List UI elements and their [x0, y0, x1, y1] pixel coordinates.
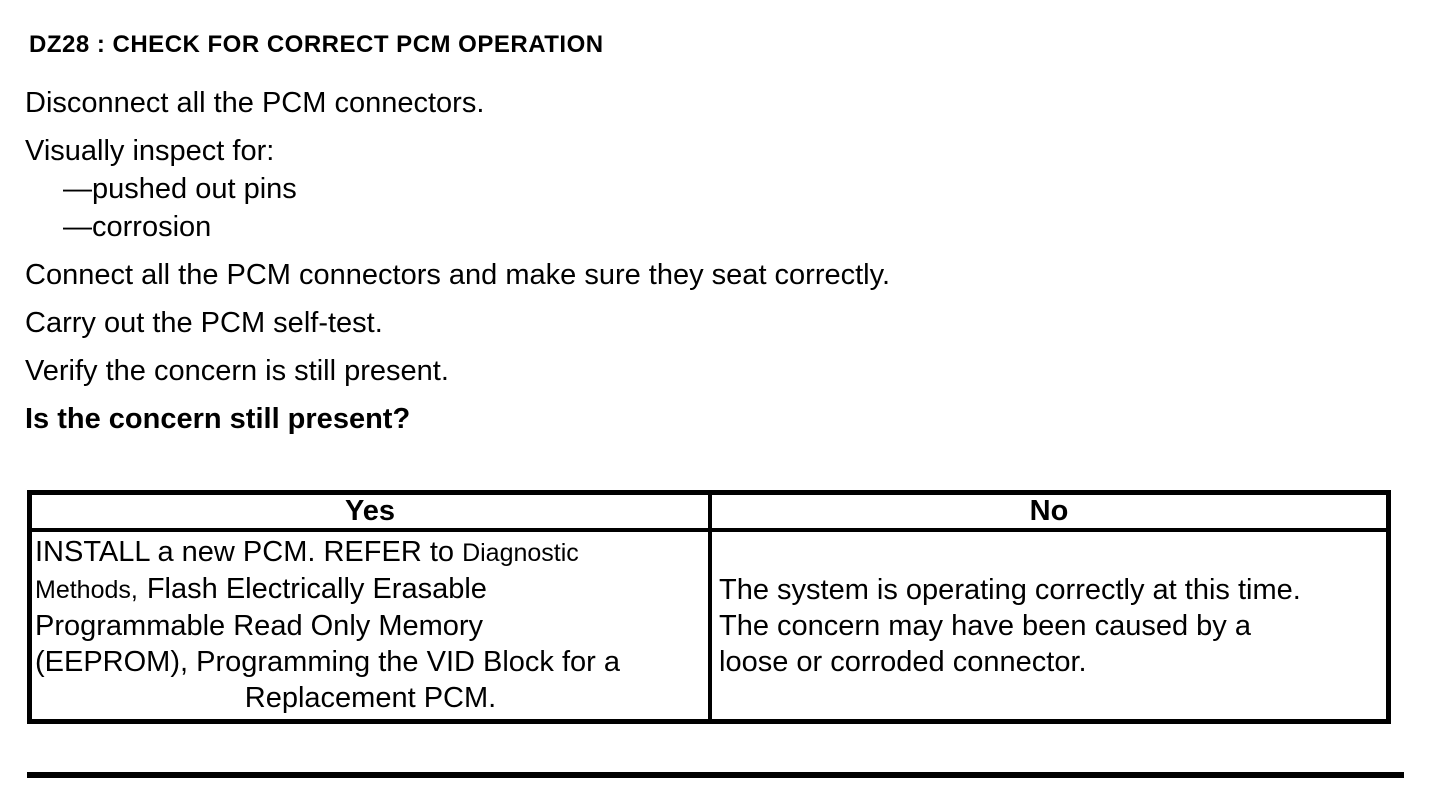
inspect-list: —pushed out pins —corrosion: [25, 170, 1456, 246]
yes-action-line: Methods, Flash Electrically Erasable: [35, 571, 706, 608]
inspect-item-corrosion: —corrosion: [63, 211, 212, 243]
no-action-line: The system is operating correctly at thi…: [719, 573, 1301, 606]
yes-action-cell: INSTALL a new PCM. REFER to Diagnostic M…: [27, 528, 712, 724]
yes-action-line: Programmable Read Only Memory: [35, 610, 484, 642]
inspect-item-pins: —pushed out pins: [63, 173, 297, 205]
document-page: DZ28 : CHECK FOR CORRECT PCM OPERATION D…: [25, 31, 1456, 778]
yes-action-ref-text: Methods,: [35, 576, 138, 604]
yes-action-ref-text: Diagnostic: [462, 539, 579, 567]
no-action-cell: The system is operating correctly at thi…: [708, 528, 1391, 724]
no-action-line: loose or corroded connector.: [719, 645, 1087, 678]
bottom-divider: [27, 772, 1404, 778]
step-selftest: Carry out the PCM self-test.: [25, 307, 383, 339]
page-title: DZ28 : CHECK FOR CORRECT PCM OPERATION: [29, 31, 604, 58]
step-inspect: Visually inspect for:: [25, 135, 275, 167]
yes-action-text: INSTALL a new PCM. REFER to: [35, 536, 463, 568]
yes-action-line: (EEPROM), Programming the VID Block for …: [35, 646, 620, 678]
yes-header-cell: Yes: [27, 490, 712, 532]
results-body-row: INSTALL a new PCM. REFER to Diagnostic M…: [27, 528, 1391, 724]
yes-action-text: Flash Electrically Erasable: [146, 573, 487, 605]
no-header-cell: No: [708, 490, 1391, 532]
step-verify: Verify the concern is still present.: [25, 355, 449, 387]
yes-action-line: INSTALL a new PCM. REFER to Diagnostic: [35, 534, 706, 571]
results-table: Yes No INSTALL a new PCM. REFER to Diagn…: [27, 490, 1391, 724]
step-disconnect: Disconnect all the PCM connectors.: [25, 87, 485, 119]
yes-action-line: Replacement PCM.: [244, 682, 497, 714]
results-header-row: Yes No: [27, 490, 1391, 532]
step-question: Is the concern still present?: [25, 403, 411, 435]
step-connect: Connect all the PCM connectors and make …: [25, 259, 891, 291]
no-action-line: The concern may have been caused by a: [719, 609, 1251, 642]
